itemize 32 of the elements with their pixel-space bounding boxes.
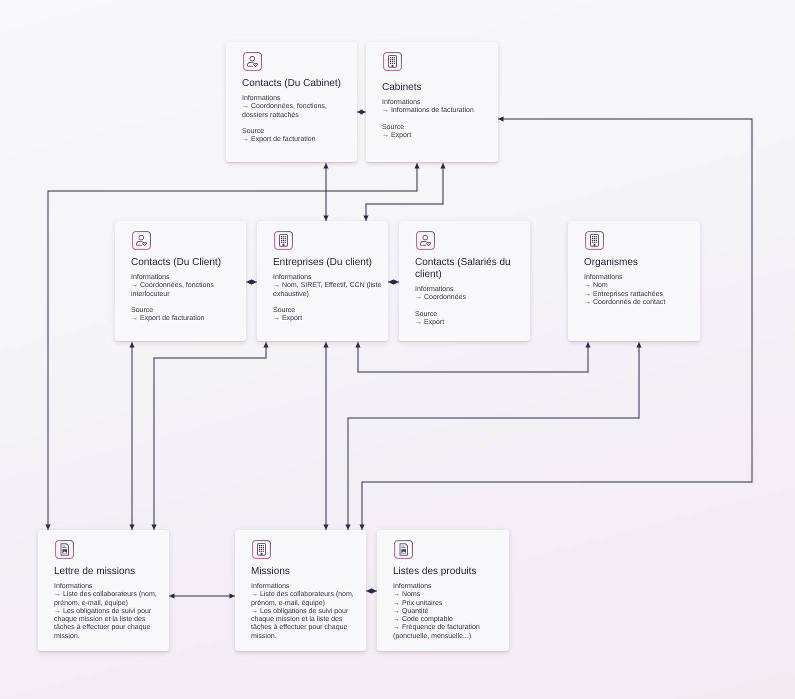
- connector-arrow: [168, 593, 236, 599]
- card-title: Contacts (Salariés du client): [415, 257, 512, 281]
- card-title: Contacts (Du Client): [131, 257, 222, 269]
- connector-arrow: [363, 162, 446, 222]
- card-title: Entreprises (Du client): [273, 257, 373, 269]
- entity-card: [235, 530, 366, 652]
- entity-card: [568, 221, 700, 342]
- card-title: Cabinets: [382, 82, 422, 94]
- card-title: Organismes: [584, 257, 639, 269]
- entity-card: [399, 221, 530, 342]
- connector-arrow: [151, 342, 269, 530]
- connector-arrow: [246, 279, 258, 285]
- entity-card: [366, 42, 498, 163]
- card-title: Contacts (Du Cabinet): [242, 78, 342, 90]
- entity-card: [115, 221, 246, 342]
- entity-card: [257, 221, 388, 342]
- connector-arrow: [388, 279, 400, 285]
- connector-arrow: [323, 342, 329, 530]
- connector-arrow: [345, 342, 642, 530]
- card-title: Missions: [251, 566, 291, 578]
- entity-card: [38, 530, 169, 652]
- entity-card: [377, 530, 509, 652]
- connector-arrow: [356, 109, 366, 115]
- connector-arrow: [366, 588, 378, 594]
- connector-arrow: [129, 342, 135, 530]
- card-title: Listes des produits: [393, 566, 478, 578]
- entity-card: [226, 42, 357, 163]
- connector-arrow: [359, 116, 752, 530]
- card-title: Lettre de missions: [54, 566, 136, 578]
- connector-arrow: [355, 342, 591, 372]
- connector-arrow: [323, 162, 329, 222]
- connector-arrow: [45, 162, 420, 530]
